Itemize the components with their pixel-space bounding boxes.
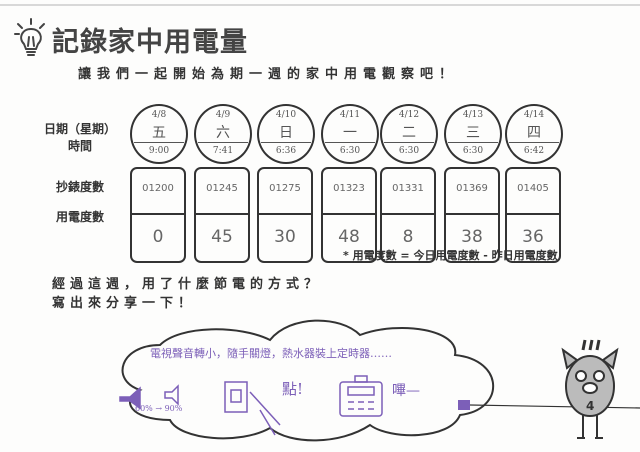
monster-number: 4 [586, 399, 594, 413]
time: 9:00 [148, 146, 170, 156]
reading-box: 01331 8 [380, 167, 436, 263]
day-column: 4/11 一 6:30 01323 48 [321, 104, 379, 263]
weekday: 日 [279, 125, 293, 141]
date: 4/11 [339, 110, 361, 120]
weekday: 四 [527, 125, 541, 141]
usage-value: 38 [461, 227, 483, 247]
meter-reading: 01275 [269, 183, 301, 194]
divider [384, 142, 434, 143]
day-column: 4/9 六 7:41 01245 45 [194, 104, 252, 263]
weekday: 三 [466, 125, 480, 141]
label-time: 時間 [67, 139, 92, 153]
usage-value: 36 [522, 227, 544, 247]
time: 6:36 [275, 146, 297, 156]
lightbulb-icon [14, 18, 45, 56]
weekday: 六 [216, 125, 230, 141]
divider [134, 142, 184, 143]
label-usage: 用電度數 [55, 210, 104, 224]
divider [196, 213, 248, 215]
monster-mascot: 4 [561, 339, 619, 439]
usage-value: 48 [338, 227, 360, 247]
question-line-2: 寫出來分享一下！ [52, 296, 197, 311]
divider [446, 213, 498, 215]
date: 4/9 [215, 110, 231, 120]
footnote: * 用電度數 = 今日用電度數 - 昨日用電度數 [343, 249, 558, 262]
divider [509, 142, 559, 143]
reading-box: 01245 45 [194, 167, 250, 263]
volume-change: 60% → 90% [135, 404, 183, 413]
page-title: 記錄家中用電量 [52, 27, 248, 58]
time: 6:30 [339, 146, 361, 156]
meter-reading: 01323 [333, 183, 365, 194]
date: 4/13 [462, 110, 484, 120]
question-line-1: 經過這週，用了什麼節電的方式？ [52, 277, 323, 292]
time: 6:42 [523, 146, 545, 156]
day-column: 4/10 日 6:36 01275 30 [257, 104, 315, 263]
divider [132, 213, 184, 215]
weekday: 一 [343, 125, 357, 141]
instruction-text: 讓我們一起開始為期一週的家中用電觀察吧！ [78, 67, 459, 82]
date-circle: 4/10 日 6:36 [257, 104, 315, 164]
date: 4/8 [151, 110, 167, 120]
divider [448, 142, 498, 143]
divider [507, 213, 559, 215]
divider [325, 142, 375, 143]
meter-reading: 01200 [142, 183, 174, 194]
reading-box: 01405 36 [505, 167, 561, 263]
meter-reading: 01369 [456, 183, 488, 194]
date-circle: 4/9 六 7:41 [194, 104, 252, 164]
usage-value: 45 [211, 227, 233, 247]
date: 4/10 [275, 110, 297, 120]
usage-value: 30 [274, 227, 296, 247]
date: 4/12 [398, 110, 420, 120]
beep-word: 嗶— [392, 383, 420, 399]
date-circle: 4/8 五 9:00 [130, 104, 188, 164]
time: 7:41 [212, 146, 234, 156]
scan-edge [0, 4, 640, 6]
day-column: 4/14 四 6:42 01405 36 [505, 104, 563, 263]
meter-reading: 01405 [517, 183, 549, 194]
reading-box: 01323 48 [321, 167, 377, 263]
power-cord [458, 400, 640, 410]
weekday: 二 [402, 125, 416, 141]
meter-reading: 01245 [206, 183, 238, 194]
handwritten-answer: 電視聲音轉小，隨手關燈，熱水器裝上定時器…… [150, 347, 392, 360]
label-date: 日期（星期） [43, 122, 116, 136]
divider [261, 142, 311, 143]
thought-cloud [119, 319, 495, 442]
date-circle: 4/12 二 6:30 [380, 104, 438, 164]
divider [382, 213, 434, 215]
label-reading: 抄錶度數 [55, 180, 104, 194]
tap-word: 點! [282, 380, 304, 398]
weekday: 五 [152, 125, 166, 141]
day-column: 4/13 三 6:30 01369 38 [444, 104, 502, 263]
usage-value: 8 [402, 227, 414, 247]
reading-box: 01369 38 [444, 167, 500, 263]
divider [198, 142, 248, 143]
reading-box: 01200 0 [130, 167, 186, 263]
divider [259, 213, 311, 215]
meter-reading: 01331 [392, 183, 424, 194]
date-circle: 4/13 三 6:30 [444, 104, 502, 164]
time: 6:30 [462, 146, 484, 156]
divider [323, 213, 375, 215]
date: 4/14 [523, 110, 545, 120]
reading-box: 01275 30 [257, 167, 313, 263]
date-circle: 4/14 四 6:42 [505, 104, 563, 164]
day-column: 4/12 二 6:30 01331 8 [380, 104, 438, 263]
usage-value: 0 [152, 227, 164, 247]
date-circle: 4/11 一 6:30 [321, 104, 379, 164]
day-column: 4/8 五 9:00 01200 0 [130, 104, 188, 263]
time: 6:30 [398, 146, 420, 156]
